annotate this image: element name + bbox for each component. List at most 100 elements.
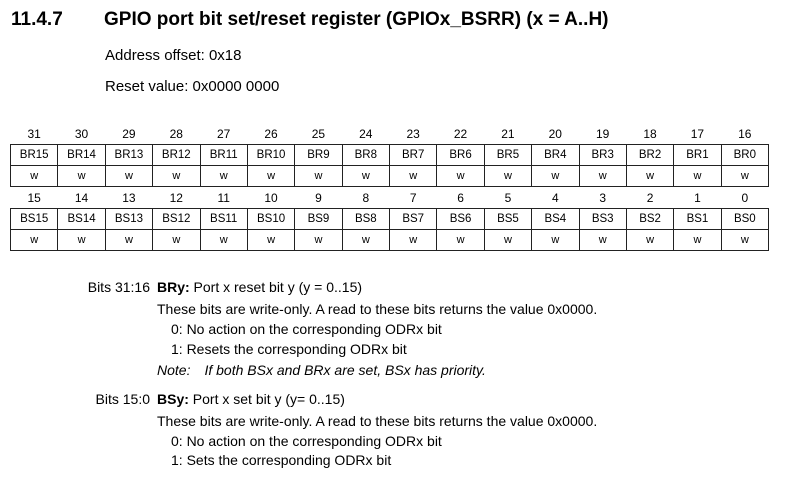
bit-number: 21 <box>501 126 515 141</box>
field-cell: BR0 <box>720 144 770 166</box>
field-cell: BR7 <box>388 144 438 166</box>
access-cell: w <box>578 229 627 251</box>
bit-number: 0 <box>741 190 749 205</box>
access-cell: w <box>199 229 248 251</box>
bit-number: 25 <box>311 126 326 141</box>
field-desc-bs: Port x set bit y (y= 0..15) <box>188 391 345 407</box>
bit-number: 18 <box>643 126 657 141</box>
access-cell: w <box>483 165 533 187</box>
field-cell: BR8 <box>341 144 391 166</box>
access-cell: w <box>246 229 296 251</box>
field-cell: BS9 <box>294 208 343 230</box>
field-cell: BS7 <box>388 208 438 230</box>
bit-number: 15 <box>27 190 41 205</box>
field-cell: BR1 <box>673 144 722 166</box>
bit-number: 13 <box>122 190 136 205</box>
bit-number: 4 <box>551 190 559 205</box>
bit-number: 16 <box>738 126 752 141</box>
field-cell: BS2 <box>625 208 675 230</box>
access-cell: w <box>720 165 770 187</box>
access-cell: w <box>531 165 580 187</box>
bit-number: 20 <box>548 126 562 141</box>
access-cell: w <box>436 229 485 251</box>
access-cell: w <box>388 165 438 187</box>
bit-number: 3 <box>599 190 607 205</box>
access-cell: w <box>199 165 248 187</box>
field-cell: BS13 <box>104 208 154 230</box>
field-cell: BR13 <box>104 144 154 166</box>
field-cell: BR5 <box>483 144 533 166</box>
access-cell: w <box>625 165 675 187</box>
field-cell: BS5 <box>483 208 533 230</box>
field-cell: BR15 <box>9 144 59 166</box>
address-offset: Address offset: 0x18 <box>105 47 242 64</box>
bits-range-bs: Bits 15:0 <box>95 391 150 407</box>
access-cell: w <box>483 229 533 251</box>
section-number: 11.4.7 <box>11 9 63 30</box>
access-cell: w <box>9 165 59 187</box>
bit-number: 7 <box>409 190 417 205</box>
br-note: Note: If both BSx and BRx are set, BSx ha… <box>157 362 486 378</box>
br-write-only-text: These bits are write-only. A read to the… <box>157 301 598 317</box>
access-cell: w <box>625 229 675 251</box>
access-cell: w <box>531 229 580 251</box>
bit-number: 19 <box>596 126 610 141</box>
br-value-1-text: 1: Resets the corresponding ODRx bit <box>171 341 407 357</box>
access-cell: w <box>341 165 391 187</box>
bit-number: 22 <box>453 126 468 141</box>
field-cell: BS1 <box>673 208 722 230</box>
bit-number: 26 <box>264 126 278 141</box>
bit-number: 30 <box>74 126 89 141</box>
field-cell: BS6 <box>436 208 485 230</box>
access-cell: w <box>104 165 154 187</box>
field-cell: BR12 <box>152 144 201 166</box>
access-cell: w <box>341 229 391 251</box>
field-cell: BR3 <box>578 144 627 166</box>
field-cell: BR10 <box>246 144 296 166</box>
access-cell: w <box>294 165 343 187</box>
field-cell: BS15 <box>9 208 59 230</box>
field-name-br: BRy: <box>157 279 190 295</box>
bit-number: 14 <box>74 190 89 205</box>
bit-number: 6 <box>457 190 464 205</box>
field-title-bs: BSy: Port x set bit y (y= 0..15) <box>157 391 345 407</box>
field-cell: BR11 <box>199 144 248 166</box>
field-name-bs: BSy: <box>157 391 189 407</box>
field-desc-br: Port x reset bit y (y = 0..15) <box>189 279 363 295</box>
note-text: If both BSx and BRx are set, BSx has pri… <box>204 362 486 378</box>
br-value-0-text: 0: No action on the corresponding ODRx b… <box>171 321 442 337</box>
bit-number: 27 <box>217 126 231 141</box>
access-cell: w <box>673 165 722 187</box>
field-cell: BR6 <box>436 144 485 166</box>
bit-number: 28 <box>169 126 183 141</box>
access-cell: w <box>388 229 438 251</box>
section-title: GPIO port bit set/reset register (GPIOx_… <box>104 9 609 30</box>
bit-number: 5 <box>504 190 512 205</box>
bit-number: 2 <box>646 190 654 205</box>
access-cell: w <box>57 229 106 251</box>
field-cell: BR2 <box>625 144 675 166</box>
access-cell: w <box>9 229 59 251</box>
bit-number: 10 <box>264 190 278 205</box>
field-title-br: BRy: Port x reset bit y (y = 0..15) <box>157 279 362 295</box>
field-cell: BS10 <box>246 208 296 230</box>
bit-number: 1 <box>694 190 701 205</box>
bs-value-0-text: 0: No action on the corresponding ODRx b… <box>171 433 442 449</box>
access-cell: w <box>57 165 106 187</box>
access-cell: w <box>578 165 627 187</box>
access-cell: w <box>152 165 201 187</box>
access-cell: w <box>673 229 722 251</box>
note-label: Note: <box>157 362 191 378</box>
field-cell: BS12 <box>152 208 201 230</box>
field-cell: BS11 <box>199 208 248 230</box>
bit-number: 24 <box>359 126 373 141</box>
bs-value-1-text: 1: Sets the corresponding ODRx bit <box>171 452 392 468</box>
field-cell: BS14 <box>57 208 106 230</box>
bs-write-only-text: These bits are write-only. A read to the… <box>157 413 598 429</box>
bit-number: 8 <box>362 190 370 205</box>
